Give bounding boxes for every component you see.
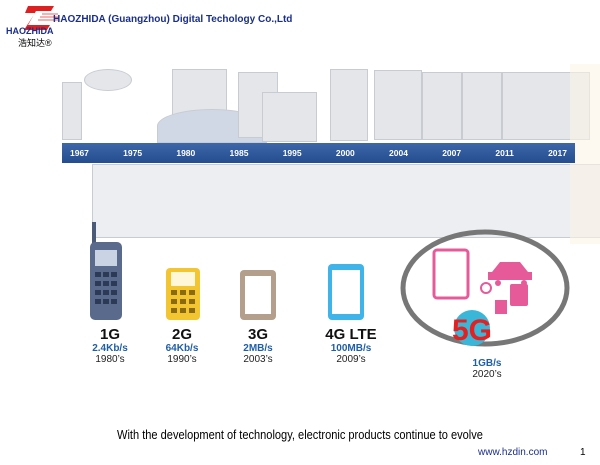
timeline-years-band: 1967 1975 1980 1985 1995 2000 2004 2007 … bbox=[62, 143, 575, 163]
page-number: 1 bbox=[580, 447, 586, 458]
year-label: 1967 bbox=[70, 148, 89, 158]
generation-5g: 5G 1GB/s 2020’s bbox=[442, 358, 532, 380]
year-label: 1985 bbox=[229, 148, 249, 158]
generation-name: 1G bbox=[99, 326, 120, 343]
year-label: 1975 bbox=[123, 148, 143, 158]
logo-icon bbox=[24, 6, 58, 30]
year-label: 1995 bbox=[282, 148, 302, 158]
logo-chinese: 浩知达® bbox=[18, 38, 52, 48]
generation-speed: 100MB/s bbox=[330, 343, 372, 354]
year-label: 2000 bbox=[335, 148, 355, 158]
5g-logo-text: 5G bbox=[452, 314, 492, 347]
year-label: 2011 bbox=[495, 148, 514, 158]
website-link[interactable]: www.hzdin.com bbox=[478, 447, 548, 458]
2g-phone-icon bbox=[166, 268, 200, 320]
generation-era: 2003’s bbox=[243, 354, 273, 365]
generation-2g: 2G 64Kb/s 1990’s bbox=[137, 326, 227, 365]
5g-devices-circle: 5G bbox=[400, 229, 570, 347]
technology-timeline-image bbox=[62, 64, 600, 244]
generation-speed: 1GB/s bbox=[472, 358, 502, 369]
year-label: 2007 bbox=[442, 148, 462, 158]
4g-phone-icon bbox=[328, 264, 364, 320]
generation-era: 2020’s bbox=[472, 369, 502, 380]
generation-4g: 4G LTE 100MB/s 2009’s bbox=[306, 326, 396, 365]
generation-name: 4G LTE bbox=[325, 326, 377, 343]
generation-speed: 2MB/s bbox=[243, 343, 273, 354]
1g-phone-icon bbox=[90, 222, 122, 320]
3g-phone-icon bbox=[240, 270, 276, 320]
year-label: 1980 bbox=[176, 148, 196, 158]
slide-caption: With the development of technology, elec… bbox=[117, 427, 483, 442]
company-name: HAOZHIDA (Guangzhou) Digital Techology C… bbox=[53, 14, 293, 25]
generation-speed: 64Kb/s bbox=[165, 343, 199, 354]
generation-era: 1990’s bbox=[167, 354, 197, 365]
logo-text: HAOZHIDA bbox=[6, 26, 54, 36]
generation-era: 1980’s bbox=[95, 354, 125, 365]
generation-1g: 1G 2.4Kb/s 1980’s bbox=[65, 326, 155, 365]
year-label: 2004 bbox=[389, 148, 408, 158]
generation-era: 2009’s bbox=[336, 354, 366, 365]
generation-3g: 3G 2MB/s 2003’s bbox=[213, 326, 303, 365]
year-label: 2017 bbox=[548, 148, 567, 158]
generation-speed: 2.4Kb/s bbox=[92, 343, 128, 354]
generation-name: 2G bbox=[171, 326, 192, 343]
generation-name: 3G bbox=[247, 326, 268, 343]
